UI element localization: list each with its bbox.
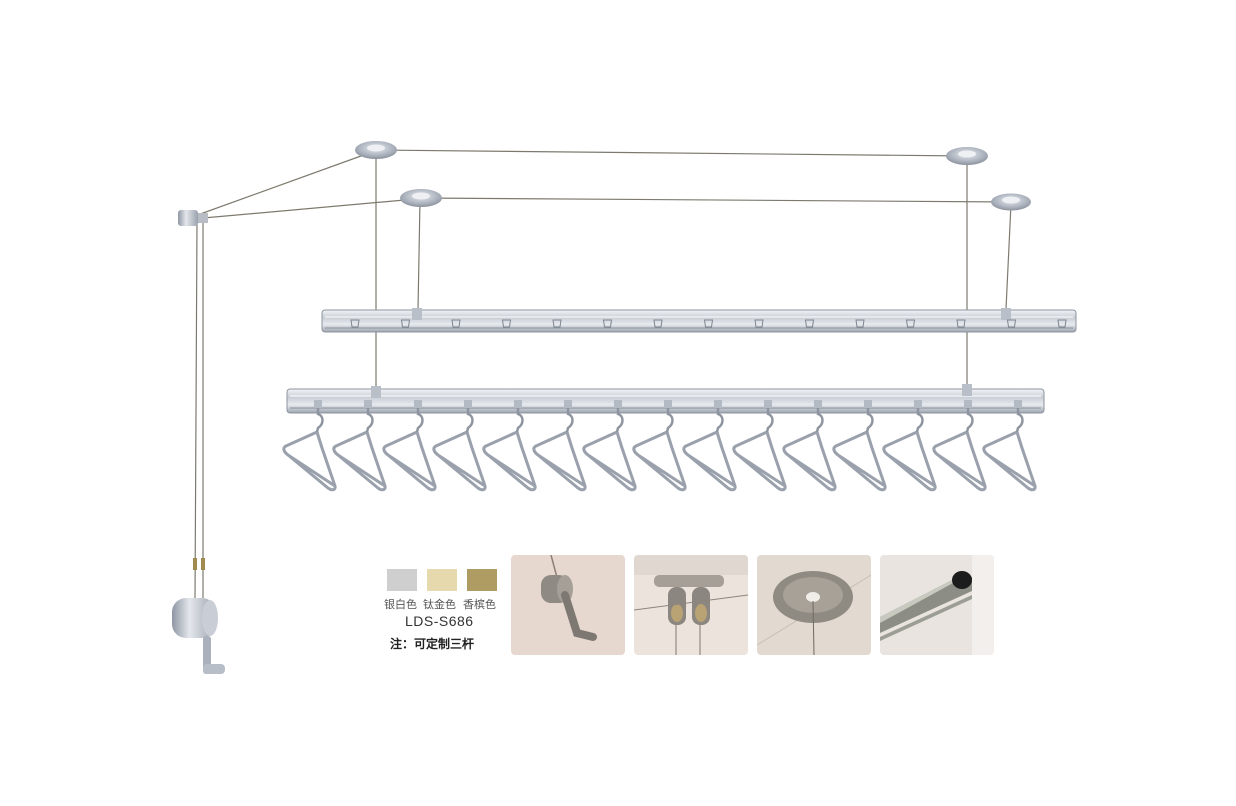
- hanger: [532, 400, 587, 492]
- upper-rail-slots: [350, 319, 1067, 328]
- rail-slot: [905, 319, 916, 328]
- hanger: [832, 400, 887, 492]
- hanger: [932, 400, 987, 492]
- ceiling-disc: [946, 147, 988, 165]
- rail-slot: [350, 319, 360, 328]
- ceiling-wires: [191, 149, 1012, 601]
- hanger: [382, 400, 437, 492]
- rail-slot: [400, 319, 411, 328]
- rail-slot: [703, 319, 714, 328]
- hanger: [782, 400, 837, 492]
- rail-slot: [501, 319, 512, 328]
- upper-rail: [321, 308, 1077, 333]
- model-number: LDS-S686: [405, 613, 474, 629]
- ceiling-disc: [355, 141, 397, 159]
- hanger: [982, 400, 1037, 492]
- rail-slot: [552, 319, 562, 328]
- rail-slot: [653, 319, 663, 328]
- rail-slot: [451, 319, 461, 328]
- rail-slot: [1006, 319, 1017, 328]
- color-label-silver: 银白色: [384, 598, 417, 611]
- lower-rail: [286, 384, 1045, 414]
- ceiling-disc-detail-icon: [757, 555, 871, 655]
- hanger: [282, 400, 337, 492]
- custom-note: 注：可定制三杆: [390, 637, 475, 651]
- hanger: [432, 400, 487, 492]
- hanger: [732, 400, 787, 492]
- rail-slot: [855, 319, 865, 328]
- color-swatch-titanium-gold: [427, 569, 457, 591]
- rail-slot: [754, 319, 764, 328]
- rail-slot: [1057, 319, 1067, 328]
- hanger: [682, 400, 737, 492]
- pulley-mount-detail-icon: [634, 555, 748, 655]
- hanger: [482, 400, 537, 492]
- color-swatch-champagne: [467, 569, 497, 591]
- rail-slot: [956, 319, 966, 328]
- rail-profile-detail-icon: [880, 555, 994, 655]
- hanger: [882, 400, 937, 492]
- color-label-titanium-gold: 钛金色: [423, 598, 456, 611]
- rail-slot: [602, 319, 613, 328]
- hangers: [282, 400, 1037, 492]
- hanger: [582, 400, 637, 492]
- wall-pulley: [178, 210, 208, 226]
- crank-handle-detail-icon: [511, 555, 625, 655]
- hanger: [632, 400, 687, 492]
- crank-winder: [172, 598, 225, 674]
- ceiling-disc: [991, 193, 1031, 211]
- color-swatch-silver: [387, 569, 417, 591]
- ceiling-disc: [400, 189, 442, 207]
- wire-sleeve: [193, 558, 197, 570]
- color-label-champagne: 香槟色: [463, 598, 496, 611]
- rail-slot: [804, 319, 815, 328]
- hanger: [332, 400, 387, 492]
- wire-sleeve: [201, 558, 205, 570]
